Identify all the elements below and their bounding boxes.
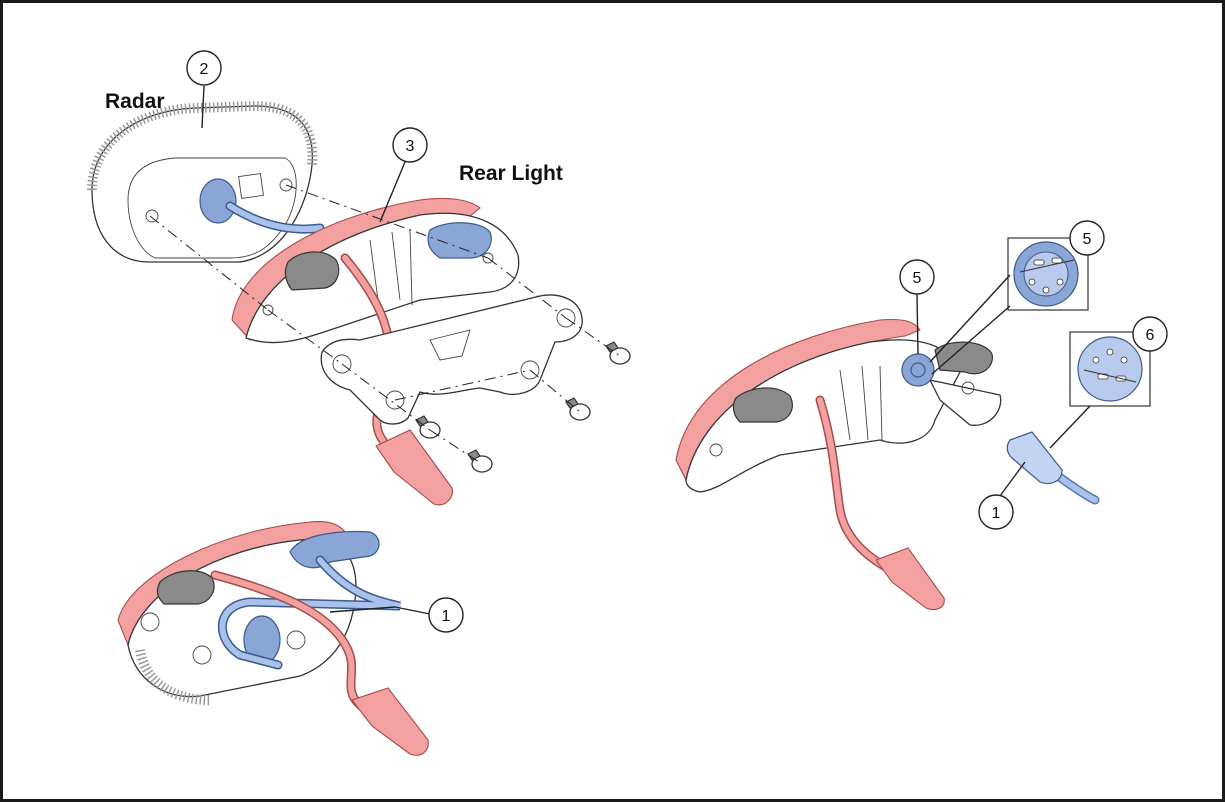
alignment-lines — [149, 184, 621, 465]
radar-unit — [87, 100, 325, 263]
assembled-connector — [289, 530, 380, 569]
rubber-grommet — [284, 251, 340, 291]
callout-number: 5 — [1083, 231, 1092, 248]
callout-number: 3 — [406, 138, 415, 155]
assembled-view: 1 — [117, 521, 464, 756]
gray-tab — [934, 341, 993, 375]
rear-light-connector — [427, 222, 492, 259]
callout-cable-bottom: 1 — [329, 597, 464, 633]
callout-number: 5 — [913, 270, 922, 287]
callout-connector-main: 5 — [899, 259, 935, 295]
radar-label: Radar — [105, 90, 165, 113]
rear-light-label: Rear Light — [459, 162, 563, 185]
red-plug — [375, 429, 454, 506]
callout-cable-right: 1 — [978, 494, 1014, 530]
callout-number: 6 — [1146, 327, 1155, 344]
radar-cable — [227, 203, 323, 233]
radar-connector — [199, 178, 237, 224]
blue-plug — [1006, 431, 1100, 505]
callout-number: 1 — [442, 608, 451, 625]
assembled-blue-cable — [219, 557, 401, 668]
exploded-view: Radar Rear Light 2 3 — [87, 50, 631, 506]
callout-radar: 2 — [186, 50, 222, 129]
port-connector — [901, 353, 935, 387]
detail-box-connector — [1007, 237, 1089, 311]
callout-rear-light: 3 — [379, 127, 428, 223]
detail-box-plug — [1069, 331, 1151, 407]
screws — [415, 341, 631, 473]
mount-bracket — [320, 294, 583, 425]
callout-plug-detail: 6 — [1132, 316, 1168, 352]
callout-number: 2 — [200, 61, 209, 78]
assembled-red-cable — [212, 572, 398, 728]
connector-view: 5 5 6 1 — [675, 220, 1168, 611]
callout-number: 1 — [992, 505, 1001, 522]
callout-connector-detail: 5 — [1069, 220, 1105, 256]
